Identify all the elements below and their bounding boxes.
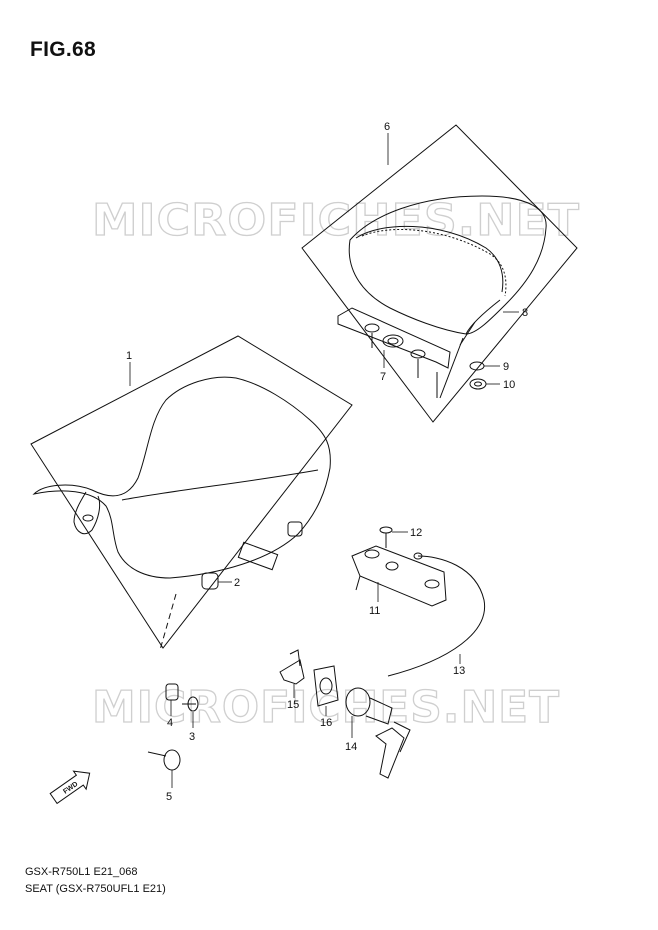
callout-16: 16	[320, 717, 332, 729]
seat-bumper	[287, 521, 303, 537]
forward-arrow-icon: FWD	[49, 770, 91, 805]
callout-1: 1	[126, 350, 132, 362]
part-3-screw	[182, 696, 199, 712]
callout-11: 11	[369, 605, 380, 617]
callout-15: 15	[287, 699, 299, 711]
main-seat-group-box	[30, 335, 353, 649]
callout-9: 9	[503, 361, 509, 373]
callout-6: 6	[384, 121, 390, 133]
part-11-seat-lock	[351, 545, 447, 607]
callout-2: 2	[234, 577, 240, 589]
watermark-top: MICROFICHES.NET	[92, 195, 580, 246]
callout-14: 14	[345, 741, 357, 753]
part-2-damper	[201, 572, 219, 590]
callout-10: 10	[503, 379, 515, 391]
seat-pad	[237, 541, 279, 571]
part-14-lock-set	[345, 687, 411, 779]
main-seat-cushion	[32, 376, 331, 579]
callout-13: 13	[453, 665, 465, 677]
part-13-cable	[387, 555, 486, 677]
diagram-code: GSX-R750L1 E21_068	[25, 866, 138, 878]
rear-seat-bracket	[337, 307, 476, 399]
callout-5: 5	[166, 791, 172, 803]
watermark-bottom: MICROFICHES.NET	[92, 682, 560, 733]
rear-seat-group-box	[301, 124, 578, 423]
rear-seat-cushion	[348, 195, 547, 335]
part-4-collar	[165, 683, 179, 701]
part-15-clip	[279, 649, 305, 685]
callout-8: 8	[522, 307, 528, 319]
part-12-bolt	[379, 526, 393, 548]
model-line: SEAT (GSX-R750UFL1 E21)	[25, 883, 166, 895]
part-5-bolt	[147, 749, 181, 771]
callout-3: 3	[189, 731, 195, 743]
part-16-plate	[313, 665, 339, 707]
callout-12: 12	[410, 527, 422, 539]
figure-title: FIG.68	[30, 38, 96, 61]
callout-7: 7	[380, 371, 386, 383]
part-10-nut	[469, 378, 487, 390]
callout-4: 4	[167, 717, 173, 729]
